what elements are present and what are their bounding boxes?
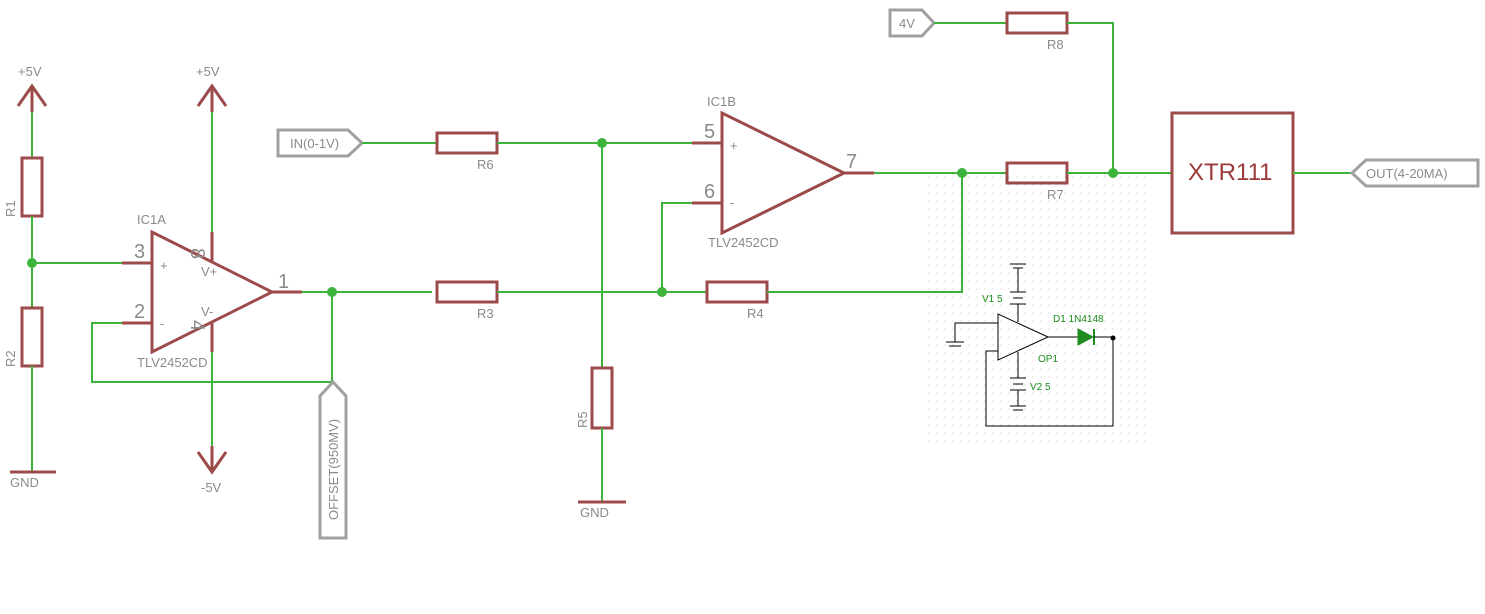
ic1a-vplus-supply-symbol	[196, 83, 228, 112]
r4-label: R4	[747, 306, 764, 321]
r7-label: R7	[1047, 187, 1064, 202]
input-net-label: IN(0-1V)	[290, 136, 339, 151]
ic1a-pin4: 4	[186, 320, 208, 331]
ic1b-pin5: 5	[704, 121, 715, 143]
simulation-subcircuit	[946, 263, 1116, 427]
sim-v1-label: V1 5	[982, 294, 1003, 305]
ref-net-tag[interactable]	[888, 8, 937, 38]
offset-net-tag[interactable]	[318, 379, 348, 540]
ic1a-vplus-label: V+	[201, 264, 217, 279]
ref-net-label: 4V	[899, 16, 915, 31]
r1-supply-symbol	[16, 83, 48, 112]
ground-left-label: GND	[10, 475, 39, 490]
ic1a-vplus-supply-label: +5V	[196, 64, 220, 79]
ic1b-name: IC1B	[707, 94, 736, 109]
xtr111-label: XTR111	[1188, 159, 1272, 186]
ic1b-part: TLV2452CD	[708, 235, 779, 250]
diode-d1[interactable]	[1077, 328, 1095, 346]
ic1a-pin2: 2	[134, 301, 145, 323]
simulation-area	[928, 170, 1148, 442]
sim-diode-label: D1 1N4148	[1053, 314, 1104, 325]
output-net-label: OUT(4-20MA)	[1366, 166, 1448, 181]
ic1a-pin8: 8	[186, 248, 208, 259]
ic1b-plus-sign: +	[730, 138, 738, 153]
ic1b-minus-sign: -	[730, 195, 734, 210]
resistor-r4[interactable]	[705, 280, 769, 304]
r6-label: R6	[477, 157, 494, 172]
offset-net-label: OFFSET(950MV)	[326, 419, 341, 520]
input-net-tag[interactable]	[276, 128, 365, 158]
ic1a-vminus-label: V-	[201, 304, 213, 319]
output-net-tag[interactable]	[1349, 158, 1480, 188]
ic1a-part: TLV2452CD	[137, 355, 208, 370]
ic1b-pin7: 7	[846, 151, 857, 173]
ic1a-pin3: 3	[134, 241, 145, 263]
sim-v2-label: V2 5	[1030, 382, 1051, 393]
r1-supply-label: +5V	[18, 64, 42, 79]
ic1a-minus-sign: -	[160, 316, 164, 331]
sim-op1-label: OP1	[1038, 354, 1058, 365]
ic1b-pin6: 6	[704, 181, 715, 203]
opamp-ic1b[interactable]	[720, 110, 848, 236]
r2-label: R2	[3, 350, 18, 367]
ic1a-vminus-supply-label: -5V	[201, 480, 222, 495]
r3-label: R3	[477, 306, 494, 321]
ic1a-plus-sign: +	[160, 258, 168, 273]
ic1a-pin1: 1	[278, 271, 289, 293]
resistor-r6[interactable]	[435, 131, 499, 155]
ic1a-name: IC1A	[137, 212, 166, 227]
resistor-r3[interactable]	[435, 280, 499, 304]
junction-dot	[327, 287, 337, 297]
resistor-r5[interactable]	[590, 366, 614, 430]
r8-label: R8	[1047, 37, 1064, 52]
r5-label: R5	[575, 411, 590, 428]
resistor-r1[interactable]	[20, 156, 44, 218]
r1-label: R1	[3, 200, 18, 217]
resistor-r2[interactable]	[20, 306, 44, 368]
ic1a-vminus-supply-symbol	[196, 446, 228, 475]
ground-mid-label: GND	[580, 505, 609, 520]
sim-opamp-op1[interactable]	[997, 313, 1050, 361]
junction-dot	[27, 258, 37, 268]
resistor-r8[interactable]	[1005, 11, 1069, 35]
junction-dot	[957, 168, 967, 178]
